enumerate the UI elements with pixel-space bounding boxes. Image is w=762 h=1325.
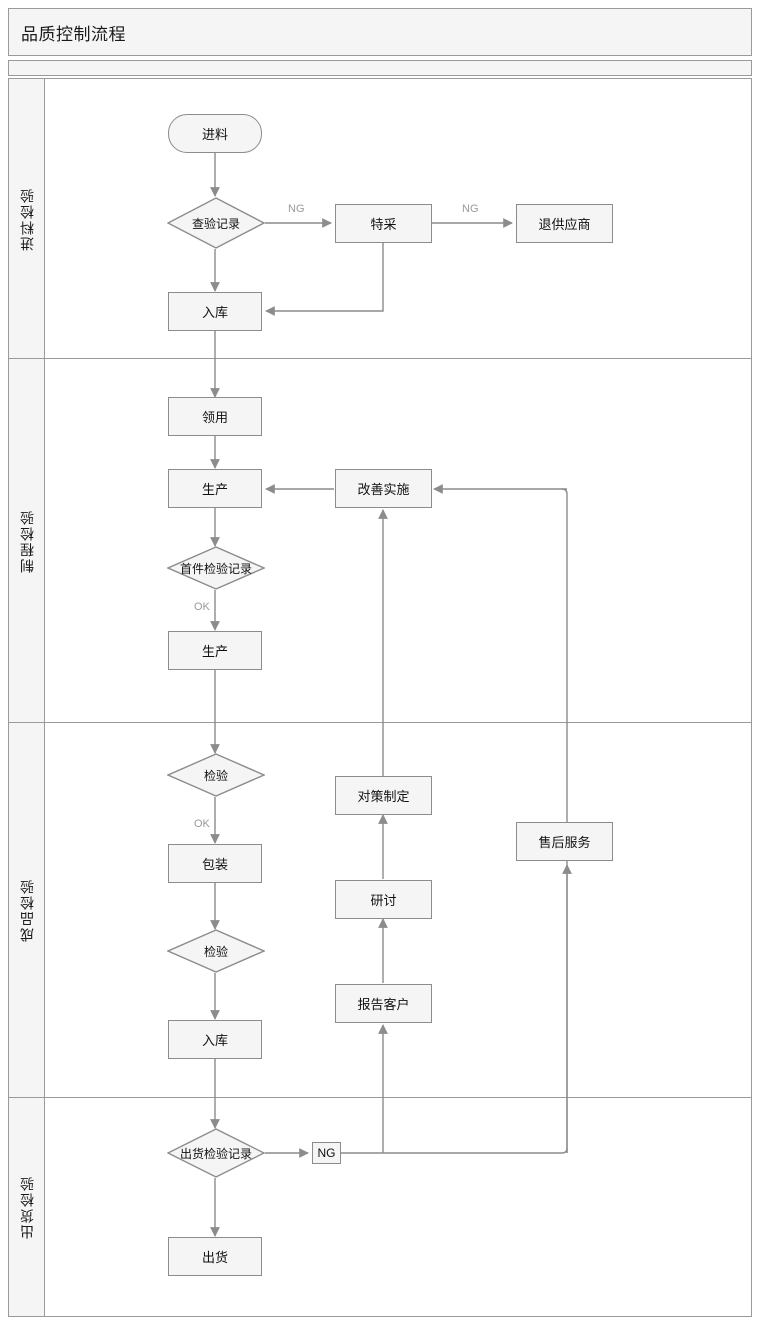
node-shouhoufuwu-label: 售后服务	[538, 835, 591, 850]
node-duicezhiding-label: 对策制定	[357, 789, 410, 804]
node-shengchan-first-label: 生产	[201, 482, 228, 497]
edge-label-ok-shoujian: OK	[194, 601, 210, 613]
node-ruku-finished-label: 入库	[201, 1033, 228, 1048]
node-jianyan-second-label: 检验	[203, 944, 228, 959]
diamond-shape	[167, 1128, 265, 1178]
node-yantao[interactable]: 研讨	[335, 880, 432, 919]
node-chuhuojianyanjilu-label: 出货检验记录	[179, 1146, 252, 1161]
node-jianyan-first[interactable]: 检验	[167, 753, 265, 797]
diagram-title-text: 品质控制流程	[21, 24, 126, 44]
node-lingyong[interactable]: 领用	[168, 397, 262, 436]
node-shengchan-second-label: 生产	[201, 644, 228, 659]
node-shouhoufuwu[interactable]: 售后服务	[516, 822, 613, 861]
node-chuhuo-label: 出货	[201, 1250, 228, 1265]
swimlane-header-inprocess: 制程检验	[9, 359, 45, 722]
node-ruku-finished[interactable]: 入库	[168, 1020, 262, 1059]
node-ruku-incoming-label: 入库	[201, 305, 228, 320]
node-duicezhiding[interactable]: 对策制定	[335, 776, 432, 815]
node-chuhuojianyanjilu[interactable]: 出货检验记录	[167, 1128, 265, 1178]
swimlane-header-incoming: 进料检验	[9, 79, 45, 358]
node-jianyan-first-label: 检验	[203, 768, 228, 783]
node-shoujianjianyanjilu[interactable]: 首件检验记录	[167, 546, 265, 590]
node-tecai-label: 特采	[370, 217, 397, 232]
edge-label-ok-jianyan: OK	[194, 818, 210, 830]
swimlane-label-incoming: 进料检验	[18, 186, 35, 251]
pool-subheader-bar	[8, 60, 752, 76]
node-gaishanshishi-label: 改善实施	[357, 482, 410, 497]
swimlane-header-finished: 成品检验	[9, 723, 45, 1097]
node-baogaokehu[interactable]: 报告客户	[335, 984, 432, 1023]
node-yantao-label: 研讨	[370, 893, 397, 908]
swimlane-label-inprocess: 制程检验	[18, 508, 35, 573]
node-chayanjilu-label: 查验记录	[191, 216, 240, 231]
node-tuigongyingshang[interactable]: 退供应商	[516, 204, 613, 243]
node-shengchan-first[interactable]: 生产	[168, 469, 262, 508]
edge-label-ng-chayan: NG	[288, 203, 305, 215]
swimlane-outgoing: 出货检验	[8, 1097, 752, 1317]
node-jinliao[interactable]: 进料	[168, 114, 262, 153]
node-chayanjilu[interactable]: 查验记录	[167, 197, 265, 249]
node-tuigongyingshang-label: 退供应商	[538, 217, 591, 232]
node-chuhuo[interactable]: 出货	[168, 1237, 262, 1276]
diagram-title: 品质控制流程	[8, 8, 752, 56]
swimlane-inprocess: 制程检验	[8, 358, 752, 723]
node-baogaokehu-label: 报告客户	[357, 997, 410, 1012]
node-ng-marker[interactable]: NG	[312, 1142, 341, 1164]
node-jinliao-label: 进料	[201, 127, 228, 142]
node-gaishanshishi[interactable]: 改善实施	[335, 469, 432, 508]
edge-label-ng-tecai: NG	[462, 203, 479, 215]
node-shengchan-second[interactable]: 生产	[168, 631, 262, 670]
swimlane-header-outgoing: 出货检验	[9, 1098, 45, 1316]
node-ng-marker-label: NG	[317, 1146, 336, 1160]
swimlane-label-outgoing: 出货检验	[18, 1175, 35, 1239]
swimlane-label-finished: 成品检验	[18, 878, 35, 942]
node-lingyong-label: 领用	[201, 410, 228, 425]
node-shoujianjianyanjilu-label: 首件检验记录	[179, 561, 252, 576]
node-ruku-incoming[interactable]: 入库	[168, 292, 262, 331]
node-baozhuang[interactable]: 包装	[168, 844, 262, 883]
node-tecai[interactable]: 特采	[335, 204, 432, 243]
node-baozhuang-label: 包装	[201, 857, 228, 872]
diamond-shape	[167, 753, 265, 797]
diamond-shape	[167, 546, 265, 590]
node-jianyan-second[interactable]: 检验	[167, 929, 265, 973]
diamond-shape	[167, 197, 265, 249]
diamond-shape	[167, 929, 265, 973]
